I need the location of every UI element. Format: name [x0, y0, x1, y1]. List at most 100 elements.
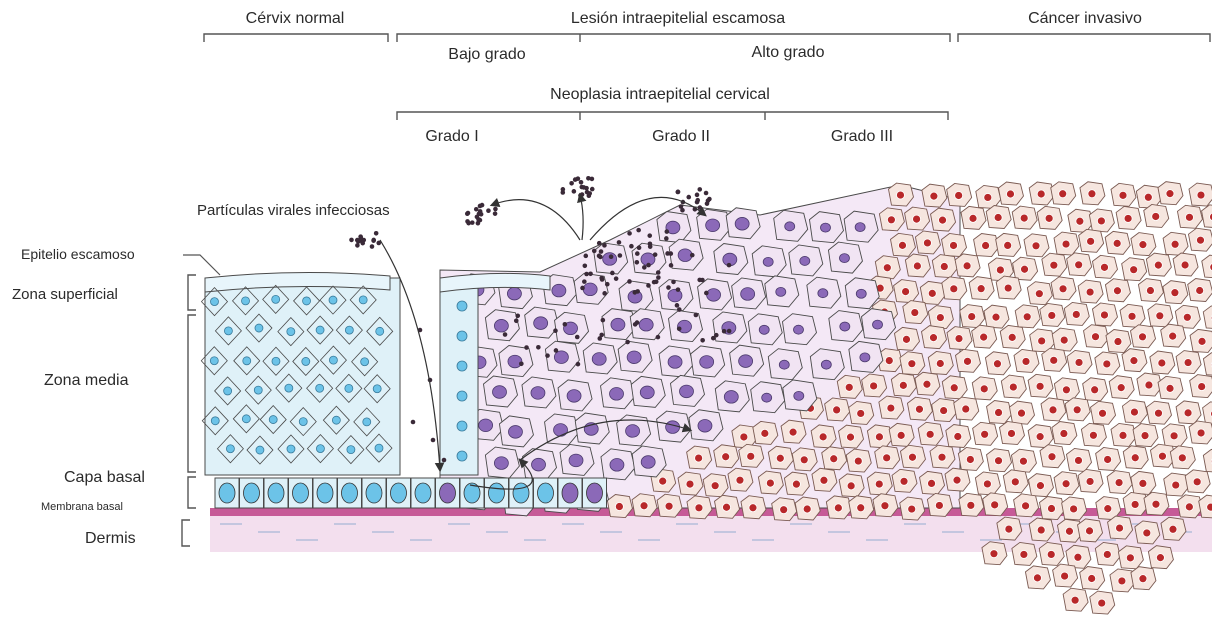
basement-membrane-label: Membrana basal — [41, 498, 123, 516]
virus-particle — [597, 241, 602, 246]
virus-particle — [580, 185, 585, 190]
virus-particle — [654, 279, 659, 284]
virus-particle — [617, 240, 622, 245]
cancer-nucleus — [1169, 332, 1177, 340]
cancer-nucleus — [1060, 336, 1068, 344]
high-grade-label: Alto grado — [752, 44, 825, 62]
cancer-nucleus — [1184, 359, 1192, 367]
cancer-nucleus — [1171, 289, 1179, 297]
cancer-nucleus — [1183, 313, 1191, 321]
normal-nucleus — [359, 296, 367, 304]
cancer-nucleus — [1152, 500, 1160, 508]
cancer-nucleus — [900, 477, 908, 485]
virus-particle — [679, 204, 684, 209]
cancer-nucleus — [1131, 454, 1139, 462]
cancer-nucleus — [820, 476, 828, 484]
cancer-nucleus — [963, 262, 971, 270]
virus-particle — [411, 420, 416, 425]
cancer-nucleus — [1143, 529, 1151, 537]
normal-nucleus — [329, 296, 337, 304]
cancer-nucleus — [899, 381, 907, 389]
cancer-nucleus — [819, 433, 827, 441]
basal-nucleus — [268, 483, 284, 503]
cancer-nucleus — [834, 504, 842, 512]
virus-particle — [694, 313, 699, 318]
normal-nucleus — [457, 451, 467, 461]
cancer-nucleus — [1144, 193, 1152, 201]
cancer-nucleus — [1207, 503, 1212, 511]
cancer-nucleus — [1088, 190, 1096, 198]
normal-nucleus — [285, 384, 293, 392]
cancer-nucleus — [1089, 431, 1097, 439]
cancer-nucleus — [1074, 553, 1082, 561]
cancer-nucleus — [1139, 241, 1147, 249]
cancer-nucleus — [1017, 409, 1025, 417]
normal-cervix-label: Cérvix normal — [246, 10, 345, 28]
cancer-nucleus — [1158, 452, 1166, 460]
basal-nucleus — [293, 483, 309, 503]
superficial-zone-label: Zona superficial — [12, 286, 118, 304]
virus-particle — [579, 180, 584, 185]
basal-nucleus — [562, 483, 578, 503]
cancer-nucleus — [1047, 550, 1055, 558]
cancer-nucleus — [1007, 429, 1015, 437]
cancer-nucleus — [1154, 261, 1162, 269]
cancer-nucleus — [1045, 214, 1053, 222]
cancer-nucleus — [1075, 358, 1083, 366]
virus-particle — [572, 189, 577, 194]
cancer-nucleus — [1048, 453, 1056, 461]
lesion-nucleus — [494, 319, 508, 332]
cancer-nucleus — [908, 505, 916, 513]
middle-bracket — [188, 315, 196, 472]
cancer-nucleus — [908, 453, 916, 461]
basal-nucleus — [391, 483, 407, 503]
cancer-nucleus — [1062, 480, 1070, 488]
lesion-nucleus — [735, 217, 749, 230]
cancer-nucleus — [1035, 290, 1043, 298]
virus-particle — [707, 197, 712, 202]
cancer-nucleus — [1152, 212, 1160, 220]
lesion-nucleus — [567, 390, 581, 403]
cancer-nucleus — [1033, 574, 1041, 582]
lesion-nucleus — [794, 391, 804, 400]
lesion-nucleus — [569, 454, 583, 467]
basal-cell-row — [215, 478, 607, 508]
cancer-nucleus — [1062, 386, 1070, 394]
virus-particle — [610, 271, 615, 276]
cancer-nucleus — [1098, 599, 1106, 607]
normal-nucleus — [376, 327, 384, 335]
virus-particle — [676, 287, 681, 292]
cancer-nucleus — [996, 266, 1004, 274]
cancer-nucleus — [1171, 240, 1179, 248]
virus-particle — [601, 318, 606, 323]
lesion-nucleus — [531, 387, 545, 400]
cancer-cell — [1203, 353, 1212, 376]
cancer-nucleus — [1005, 525, 1013, 533]
cancer-nucleus — [695, 454, 703, 462]
virus-particle — [554, 348, 559, 353]
virus-particle — [476, 217, 481, 222]
cancer-nucleus — [1006, 190, 1014, 198]
cancer-nucleus — [1166, 190, 1174, 198]
cancer-nucleus — [980, 385, 988, 393]
lesion-nucleus — [603, 253, 617, 266]
cancer-nucleus — [898, 241, 906, 249]
cancer-nucleus — [1020, 214, 1028, 222]
virus-particle — [561, 187, 566, 192]
cancer-nucleus — [1156, 554, 1164, 562]
lesion-nucleus — [855, 223, 865, 232]
virus-particle — [727, 329, 732, 334]
cancer-nucleus — [1169, 525, 1177, 533]
cancer-nucleus — [1118, 577, 1126, 585]
cancer-nucleus — [1141, 432, 1149, 440]
virus-arrow — [492, 200, 580, 240]
virus-particle — [588, 271, 593, 276]
virus-particle — [582, 279, 587, 284]
cancer-nucleus — [1011, 478, 1019, 486]
virus-particle — [486, 208, 491, 213]
cancer-nucleus — [1126, 554, 1134, 562]
normal-nucleus — [287, 445, 295, 453]
virus-particle — [545, 353, 550, 358]
cancer-nucleus — [695, 504, 703, 512]
lesion-nucleus — [821, 360, 831, 369]
